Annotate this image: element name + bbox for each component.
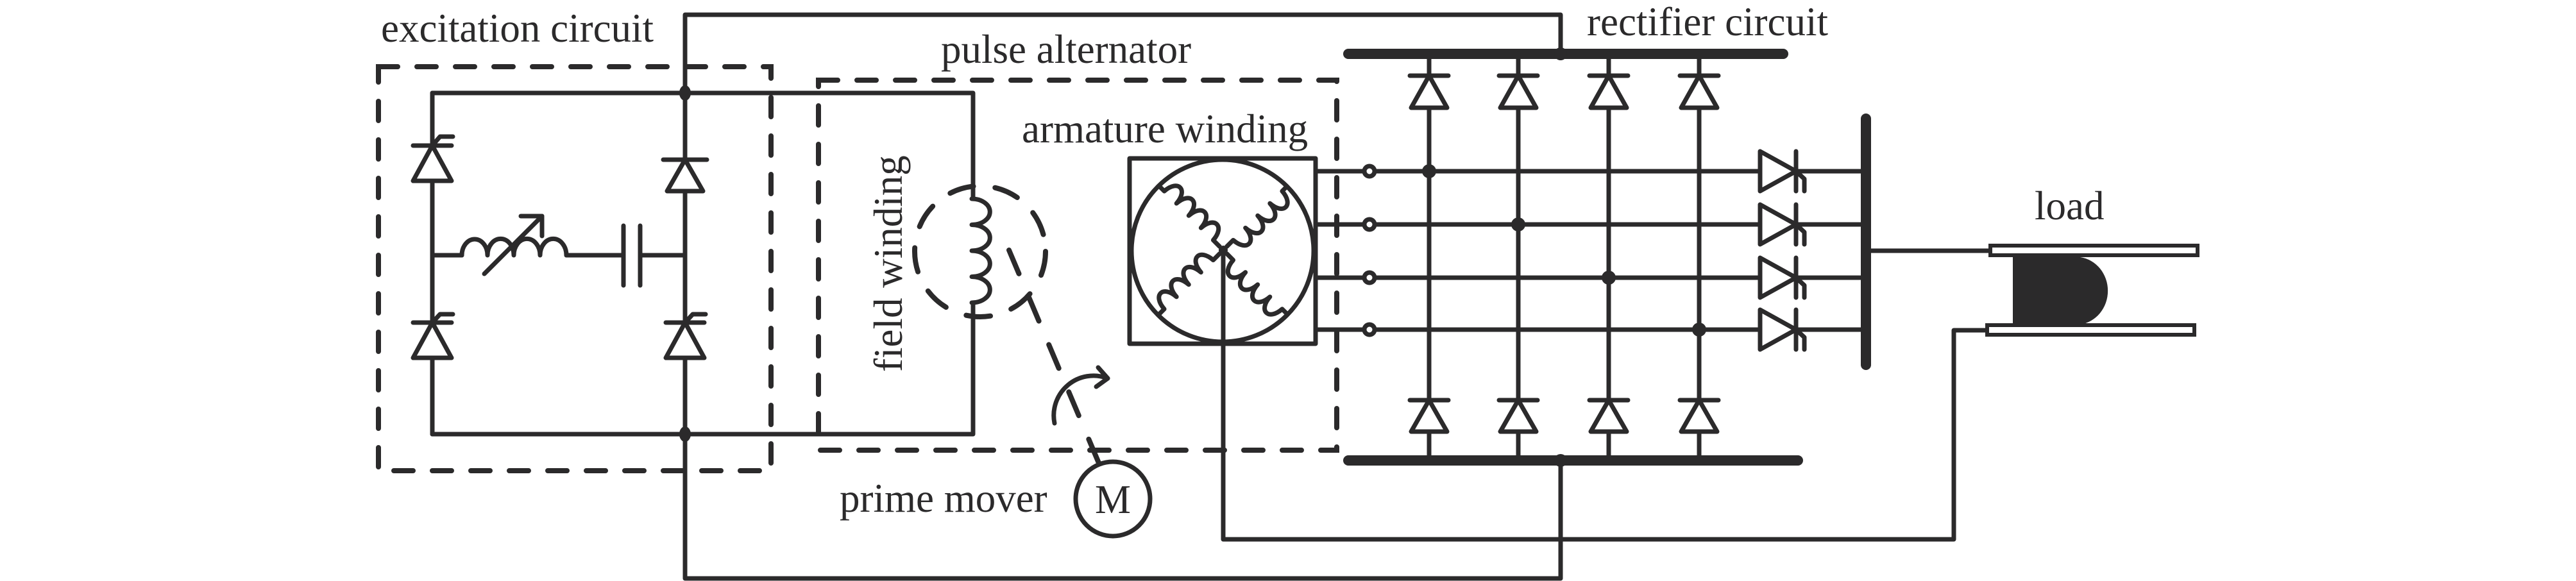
variable-arrow-icon xyxy=(482,214,545,276)
diode-upper-right xyxy=(661,157,709,194)
thyristor-triangle xyxy=(1758,202,1799,247)
field-winding-coil xyxy=(969,196,992,305)
input-terminal xyxy=(1362,217,1377,232)
diode-triangle xyxy=(1588,398,1629,434)
wire-excitation-to-rectifier-bottom xyxy=(682,432,1563,581)
thyristor-gate xyxy=(1793,327,1807,352)
label-excitation-circuit: excitation circuit xyxy=(381,6,654,51)
excitation-circuit-boundary xyxy=(376,64,774,473)
rotation-arrow-icon xyxy=(1094,365,1110,389)
diode-triangle xyxy=(1498,73,1539,110)
junction-dot xyxy=(1602,271,1616,285)
diode-triangle xyxy=(1679,398,1720,434)
rectifier-lower-diode xyxy=(1496,398,1540,434)
neutral-wire-to-load xyxy=(1221,248,1990,542)
thyristor-gate xyxy=(1793,222,1807,247)
junction-dot xyxy=(1422,164,1436,178)
excitation-bottom-rail xyxy=(430,300,976,437)
load-projectile-icon xyxy=(2013,257,2108,324)
label-field-winding: field winding xyxy=(866,155,911,372)
label-load: load xyxy=(2035,183,2104,228)
thyristor-upper-left xyxy=(411,134,455,183)
pulse-alternator-boundary xyxy=(816,78,1339,453)
rectifier-lower-diode xyxy=(1677,398,1721,434)
excitation-top-rail xyxy=(430,90,976,201)
capacitor xyxy=(621,223,643,288)
diode-triangle xyxy=(1679,73,1720,110)
thyristor-gate xyxy=(1793,169,1807,194)
junction-dot xyxy=(1554,454,1567,467)
variable-inductor xyxy=(459,236,569,258)
armature-phase-coil xyxy=(1224,184,1290,249)
wire-excitation-to-rectifier-top xyxy=(682,12,1563,96)
label-armature-winding: armature winding xyxy=(1022,106,1308,151)
diode-triangle xyxy=(1409,73,1450,110)
junction-dot xyxy=(1692,323,1706,337)
input-terminal xyxy=(1362,322,1377,337)
armature-coils xyxy=(1157,183,1290,317)
armature-phase-coil xyxy=(1224,251,1289,317)
thyristor-lower-right xyxy=(663,312,708,360)
motor-symbol: M xyxy=(1095,477,1131,522)
input-terminal xyxy=(1362,270,1377,285)
load-lower-rail xyxy=(1985,323,2196,337)
rectifier-circuit xyxy=(1343,47,1993,467)
shaft-dashed-line xyxy=(1006,248,1101,466)
armature-phase-coil xyxy=(1157,183,1222,249)
label-pulse-alternator: pulse alternator xyxy=(941,27,1191,72)
junction-dot xyxy=(1554,47,1567,60)
label-rectifier-circuit: rectifier circuit xyxy=(1587,0,1828,44)
rectifier-lower-diode xyxy=(1407,398,1451,434)
rectifier-upper-diode xyxy=(1587,73,1631,110)
rotor-dashed-circle xyxy=(912,183,1048,319)
label-prime-mover: prime mover xyxy=(840,476,1047,521)
field-winding xyxy=(912,183,1048,319)
thyristor-gate xyxy=(1793,275,1807,300)
thyristor-triangle xyxy=(1758,255,1799,300)
load xyxy=(1985,244,2199,337)
load-upper-rail xyxy=(1988,244,2199,257)
input-terminal xyxy=(1362,164,1377,179)
thyristor-lower-left xyxy=(411,312,455,360)
armature-phase-coil xyxy=(1157,251,1222,316)
rectifier-upper-diode xyxy=(1496,73,1540,110)
rectifier-lower-diode xyxy=(1587,398,1631,434)
rotation-arc xyxy=(1051,373,1110,426)
diode-triangle xyxy=(1588,73,1629,110)
diode-triangle xyxy=(1409,398,1450,434)
rectifier-upper-diode xyxy=(1677,73,1721,110)
motor-circle-icon xyxy=(1073,459,1153,539)
rectifier-upper-diode xyxy=(1407,73,1451,110)
excitation-circuit xyxy=(411,85,976,442)
thyristor-triangle xyxy=(1758,307,1799,352)
diode-triangle xyxy=(1498,398,1539,434)
thyristor-triangle xyxy=(1758,149,1799,194)
junction-dot xyxy=(1511,217,1525,232)
armature-winding xyxy=(1127,156,1990,542)
